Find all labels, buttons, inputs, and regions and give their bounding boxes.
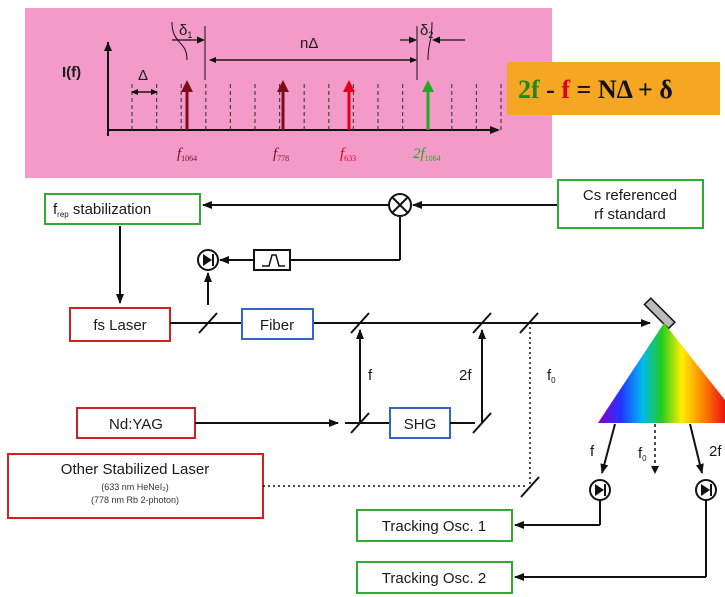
- beam-label-2f-lower: 2f: [709, 443, 722, 460]
- tracking-osc-2-label: Tracking Osc. 2: [382, 570, 486, 587]
- fiber-label: Fiber: [260, 317, 294, 334]
- photodetector-1-icon: [589, 479, 611, 501]
- other-laser-box: [7, 453, 264, 519]
- equation-text: 2f - f = NΔ + δ: [518, 75, 673, 104]
- mixer-icon: [388, 193, 412, 217]
- label-f778: f778: [273, 146, 289, 163]
- n-delta-label: nΔ: [300, 35, 318, 52]
- ndyag-box: [76, 407, 196, 439]
- filter-icon: [253, 249, 291, 271]
- tracking-osc-2-box: [356, 561, 513, 594]
- other-laser-line2: (778 nm Rb 2-photon): [91, 495, 179, 505]
- y-axis-label: I(f): [62, 64, 81, 81]
- other-laser-title: Other Stabilized Laser: [61, 461, 209, 478]
- arrow-f633: [343, 80, 355, 130]
- photodetector-icon: [197, 249, 219, 271]
- spectrum-panel: [25, 8, 552, 178]
- other-laser-line1: (633 nm HeNeI₂): [101, 482, 169, 492]
- spectrum-axes: [104, 42, 500, 136]
- fs-laser-label: fs Laser: [93, 317, 146, 334]
- rainbow-spectrum: [598, 323, 725, 423]
- cs-standard-line1: Cs referenced: [583, 187, 677, 204]
- arrow-f778: [277, 80, 289, 130]
- equation-box: [507, 62, 720, 115]
- beam-label-f: f: [368, 367, 373, 384]
- label-2f1064: 2f1064: [413, 146, 441, 163]
- label-f1064: f1064: [177, 146, 197, 163]
- n-delta-span: nΔ: [209, 35, 417, 63]
- delta1-label: δ1: [179, 22, 192, 40]
- photodetector-2-icon: [695, 479, 717, 501]
- beam-label-f0-lower: f0: [638, 445, 647, 463]
- delta2-label: δ2: [420, 22, 433, 40]
- shg-box: [389, 407, 451, 439]
- beam-label-2f: 2f: [459, 367, 472, 384]
- delta-label: Δ: [138, 67, 148, 84]
- beam-label-f0-upper: f0: [547, 367, 556, 385]
- cs-standard-line2: rf standard: [594, 206, 666, 223]
- beam-label-f-lower: f: [590, 443, 595, 460]
- ndyag-label: Nd:YAG: [109, 416, 163, 433]
- delta-spacing-marker: Δ: [131, 67, 158, 95]
- delta1-marker: δ1: [171, 21, 206, 80]
- fs-laser-box: [69, 307, 171, 342]
- fiber-box: [241, 308, 314, 340]
- arrow-f1064: [181, 80, 193, 130]
- frep-stabilization-label: frep stabilization: [53, 201, 151, 219]
- tracking-osc-1-box: [356, 509, 513, 542]
- grating-mirror-icon: [643, 297, 676, 330]
- tracking-osc-1-label: Tracking Osc. 1: [382, 518, 486, 535]
- cs-standard-box: [557, 179, 704, 229]
- beam-splitters: [198, 312, 539, 334]
- shg-label: SHG: [404, 416, 437, 433]
- frep-stabilization-box: [44, 193, 201, 225]
- arrow-2f1064: [422, 80, 434, 130]
- label-f633: f633: [340, 146, 356, 163]
- delta2-marker: δ2: [400, 21, 465, 80]
